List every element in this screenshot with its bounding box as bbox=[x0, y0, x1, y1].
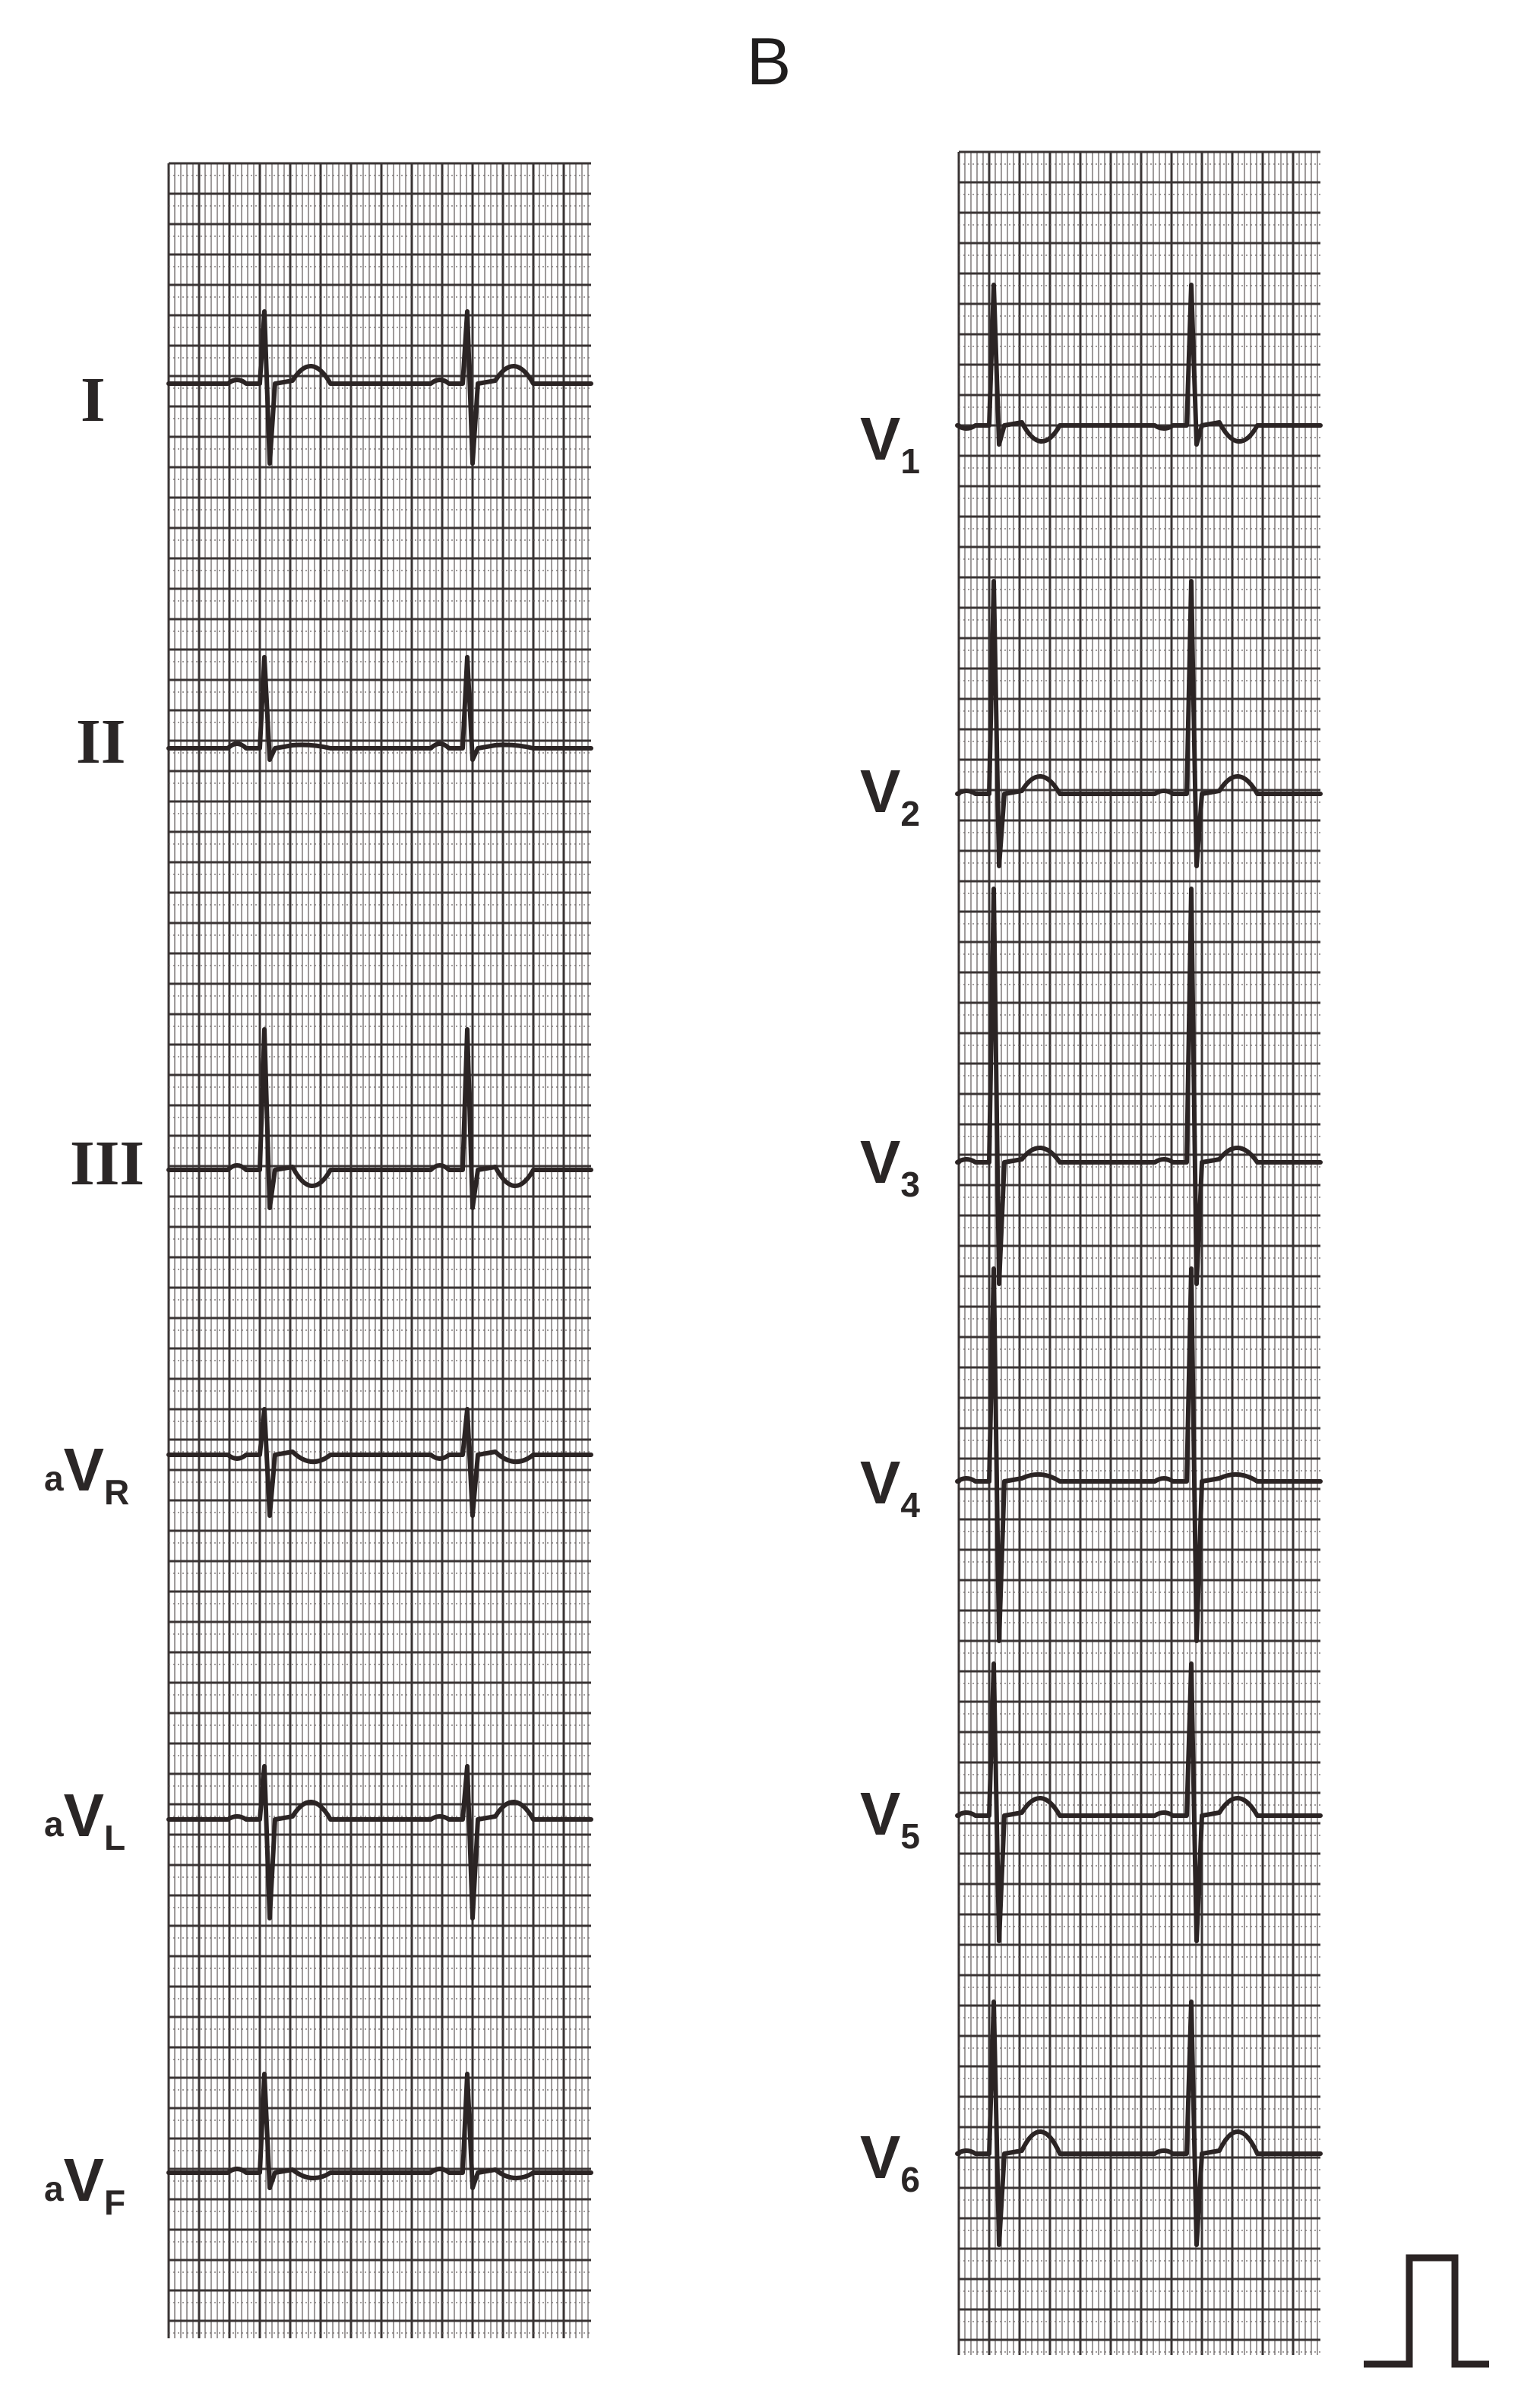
lead-label-sub: R bbox=[103, 1472, 130, 1512]
lead-label-prefix: a bbox=[44, 2169, 64, 2208]
trace-lead-I bbox=[166, 309, 593, 466]
lead-label-V5: V5 bbox=[860, 1784, 920, 1854]
lead-label-II: II bbox=[76, 707, 126, 777]
lead-label-V1: V1 bbox=[860, 409, 920, 479]
trace-lead-V3 bbox=[955, 887, 1323, 1286]
lead-label-main: V bbox=[63, 1781, 104, 1849]
trace-lead-V6 bbox=[955, 1999, 1323, 2247]
lead-label-V4: V4 bbox=[860, 1453, 920, 1523]
lead-label-main: V bbox=[860, 405, 901, 473]
lead-label-V3: V3 bbox=[860, 1132, 920, 1203]
lead-label-prefix: a bbox=[44, 1459, 64, 1498]
grid-limb-leads bbox=[167, 162, 591, 2338]
lead-label-sub: 1 bbox=[900, 441, 920, 481]
lead-label-sub: F bbox=[103, 2183, 126, 2222]
lead-label-aVL: aVL bbox=[44, 1785, 125, 1856]
lead-label-V6: V6 bbox=[860, 2127, 920, 2198]
lead-label-sub: L bbox=[103, 1818, 126, 1857]
trace-lead-aVR bbox=[166, 1407, 593, 1518]
lead-label-sub: 6 bbox=[900, 2160, 920, 2199]
lead-label-main: V bbox=[63, 2146, 104, 2214]
lead-label-main: V bbox=[860, 2123, 901, 2191]
lead-label-main: V bbox=[63, 1436, 104, 1503]
grid-paper bbox=[169, 163, 591, 2338]
lead-label-sub: 2 bbox=[900, 794, 920, 833]
lead-label-aVR: aVR bbox=[44, 1440, 129, 1510]
lead-label-main: V bbox=[860, 1449, 901, 1516]
lead-label-sub: 4 bbox=[900, 1485, 920, 1525]
panel-letter: B bbox=[746, 24, 792, 99]
lead-label-sub: 5 bbox=[900, 1816, 920, 1856]
calibration-pulse bbox=[1364, 2254, 1489, 2368]
trace-lead-V2 bbox=[955, 579, 1323, 868]
trace-lead-V4 bbox=[955, 1266, 1323, 1643]
trace-layer bbox=[166, 283, 1323, 2247]
lead-label-III: III bbox=[70, 1128, 145, 1199]
trace-lead-aVF bbox=[166, 2072, 593, 2190]
trace-lead-V1 bbox=[955, 283, 1323, 447]
lead-label-main: V bbox=[860, 757, 901, 825]
lead-label-main: V bbox=[860, 1780, 901, 1848]
lead-label-V2: V2 bbox=[860, 761, 920, 832]
grid-precordial-leads bbox=[957, 150, 1320, 2355]
trace-lead-aVL bbox=[166, 1764, 593, 1920]
trace-lead-II bbox=[166, 655, 593, 762]
trace-lead-III bbox=[166, 1027, 593, 1210]
lead-label-I: I bbox=[81, 365, 106, 435]
trace-lead-V5 bbox=[955, 1661, 1323, 1943]
lead-label-main: V bbox=[860, 1128, 901, 1196]
lead-label-prefix: a bbox=[44, 1804, 64, 1844]
lead-label-sub: 3 bbox=[900, 1165, 920, 1204]
lead-label-aVF: aVF bbox=[44, 2150, 125, 2221]
grid-layer bbox=[167, 150, 1320, 2355]
